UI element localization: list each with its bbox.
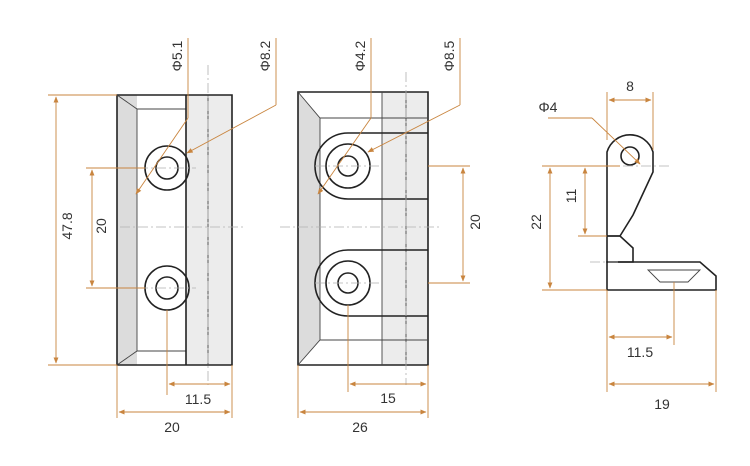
- left-shaded-flange: [186, 95, 232, 365]
- left-height-label: 47.8: [59, 212, 75, 239]
- left-d1-label: Φ5.1: [169, 40, 185, 71]
- middle-d2-label: Φ8.5: [441, 40, 457, 71]
- middle-spacing-label: 20: [467, 214, 483, 230]
- left-bevel-shade: [117, 95, 137, 365]
- middle-width-label: 26: [352, 419, 368, 435]
- side-view: 8 Φ4 11 22 11.5 19: [528, 78, 717, 412]
- left-bevel-lines: [116, 94, 186, 366]
- middle-bevel-shade: [298, 92, 320, 365]
- middle-view: 20 15 26 Φ4.2 Φ8.5: [280, 38, 483, 435]
- side-countersink: [646, 269, 702, 283]
- middle-shaded-flange: [382, 92, 428, 365]
- leader-d1: [317, 117, 372, 195]
- side-hole: [620, 146, 640, 166]
- side-hole-label: Φ4: [539, 99, 558, 115]
- side-top-label: 8: [626, 78, 634, 94]
- leader-d1: [135, 117, 189, 195]
- side-h2-label: 22: [528, 214, 544, 230]
- middle-bevel-lines: [297, 91, 428, 366]
- leader-d2: [186, 104, 277, 154]
- side-base: [606, 261, 717, 291]
- leader-hole: [591, 117, 641, 165]
- middle-offset-label: 15: [380, 390, 396, 406]
- side-bend: [606, 235, 634, 263]
- middle-d1-label: Φ4.2: [352, 40, 368, 71]
- side-width-label: 19: [654, 396, 670, 412]
- left-d2-label: Φ8.2: [257, 40, 273, 71]
- left-offset-label: 11.5: [185, 391, 211, 407]
- left-width-label: 20: [164, 419, 180, 435]
- leader-d2: [367, 104, 461, 153]
- side-h1-label: 11: [563, 189, 579, 204]
- side-vertical-arm: [606, 134, 654, 237]
- side-offset-label: 11.5: [627, 344, 653, 360]
- left-view: 47.8 20 11.5 20 Φ5.1 Φ8.2: [48, 38, 277, 435]
- left-spacing-label: 20: [93, 218, 109, 234]
